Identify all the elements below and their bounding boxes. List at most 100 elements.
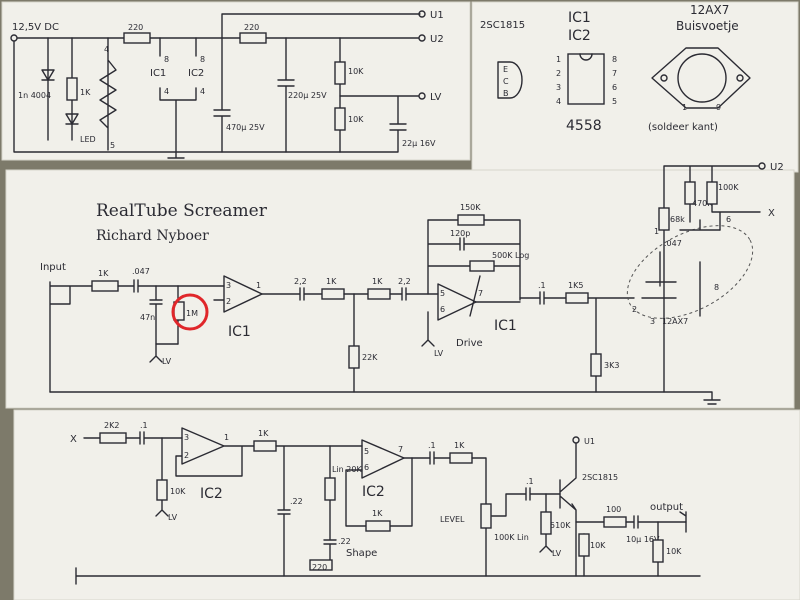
input-resistor: 1K: [98, 269, 109, 278]
ic1-pin4: 4: [164, 87, 169, 96]
shape-label: Shape: [346, 548, 377, 559]
shunt-resistor: 22K: [362, 353, 378, 362]
feedback-resistor: 150K: [460, 203, 481, 212]
shape-cap: .22: [338, 537, 351, 546]
main-x: X: [768, 208, 775, 219]
output-cap: 10μ 16V: [626, 535, 660, 544]
ic2a-pin3: 3: [184, 433, 189, 442]
output-series-r: 100: [606, 505, 621, 514]
main-section: RealTube Screamer Richard Nyboer Input 1…: [40, 162, 784, 405]
input-label: Input: [40, 262, 66, 273]
ic2-pin4: 4: [200, 87, 205, 96]
ic2b-pin6: 6: [364, 463, 369, 472]
pinout-sheet: [471, 1, 799, 173]
output-load-r: 10K: [666, 547, 682, 556]
tube-pin-2: 2: [632, 305, 637, 314]
tube-pin-1: 1: [654, 227, 659, 236]
bottom-gnd-cap: .22: [290, 497, 303, 506]
dip-pin-4: 4: [556, 97, 561, 106]
transistor-type: 2SC1815: [480, 20, 525, 31]
output-section: X 2K2 .1 10K LV 3 2 1 IC2 1K .22 Lin 20K…: [70, 421, 701, 585]
main-lv1: LV: [162, 357, 172, 366]
output-label: output: [650, 502, 683, 513]
dip-pin-2: 2: [556, 69, 561, 78]
ic2b-feedback-r: 1K: [372, 509, 383, 518]
series-r1: 1K: [326, 277, 337, 286]
level-label: LEVEL: [440, 515, 465, 524]
bottom-gnd-r: 10K: [170, 487, 186, 496]
bottom-u1: U1: [584, 437, 595, 446]
tube-socket-label: Buisvoetje: [676, 19, 739, 33]
psu-ic2-label: IC2: [188, 68, 204, 79]
supply-label: 12,5V DC: [12, 22, 59, 33]
load-resistor: 100K: [718, 183, 739, 192]
coupling-cap3: .1: [538, 281, 546, 290]
tr-pin-c: C: [503, 77, 509, 86]
bottom-lv2: LV: [552, 549, 562, 558]
dip-pin-5: 5: [612, 97, 617, 106]
dip-pin-3: 3: [556, 83, 561, 92]
plate-resistor: 470K: [692, 199, 713, 208]
coupling-cap2: 2,2: [398, 277, 411, 286]
ic2-pin8: 8: [200, 55, 205, 64]
output-transistor: 2SC1815: [582, 473, 618, 482]
tube-type: 12AX7: [690, 3, 729, 17]
ic1a-pin1: 1: [256, 281, 261, 290]
grid-leak-resistor: 3K3: [604, 361, 619, 370]
drive-label: Drive: [456, 338, 483, 349]
psu-ic1-label: IC1: [150, 68, 166, 79]
feedback-cap: 120p: [450, 229, 470, 238]
power-supply-section: 12,5V DC 1n 4004 1K LED 4 5 220 IC1 IC2 …: [10, 10, 444, 159]
mid-resistor-label: 220: [244, 23, 259, 32]
bias-resistor: 1M: [186, 309, 198, 318]
cathode-resistor: 68k: [670, 215, 685, 224]
bottom-cap3: .1: [428, 441, 436, 450]
heater-pin-b: 5: [110, 141, 115, 150]
ic2a-pin1: 1: [224, 433, 229, 442]
bias-510k: 510K: [550, 521, 571, 530]
dip-pin-8: 8: [612, 55, 617, 64]
tr-pin-b: B: [503, 89, 509, 98]
ic2a-pin2: 2: [184, 451, 189, 460]
divider-r2-label: 10K: [348, 115, 364, 124]
ic1b-pin5: 5: [440, 289, 445, 298]
schematic-title: RealTube Screamer: [96, 201, 268, 221]
ic1b-label: IC1: [494, 318, 517, 334]
bottom-cap4: .1: [526, 477, 534, 486]
tube-label: 12AX7: [662, 317, 688, 326]
tube-pin-1: 1: [682, 103, 687, 112]
psu-sheet: [1, 1, 471, 161]
heater-pin-a: 4: [104, 45, 109, 54]
dip-pin-7: 7: [612, 69, 617, 78]
tube-envelope: [626, 225, 754, 319]
ic1b-pin6: 6: [440, 305, 445, 314]
bottom-x: X: [70, 434, 77, 445]
tr-pin-e: E: [503, 65, 508, 74]
ic2b-label: IC2: [362, 484, 385, 500]
divider-r1-label: 10K: [348, 67, 364, 76]
highlight-circle: [171, 293, 209, 331]
ic2a-label: IC2: [200, 486, 223, 502]
dip-pin-1: 1: [556, 55, 561, 64]
input-cap: .047: [132, 267, 150, 276]
led-resistor-label: 1K: [80, 88, 91, 97]
input-resistor-label: 220: [128, 23, 143, 32]
bottom-cap1: .1: [140, 421, 148, 430]
shape-resistor: 220: [312, 563, 327, 572]
filter-cap1-label: 470μ 25V: [226, 123, 265, 132]
filter-cap2-label: 220μ 25V: [288, 91, 327, 100]
pinout-section: 2SC1815 E C B IC1 IC2 1 2 3 4 8 7 6 5 45…: [480, 3, 751, 134]
tube-pin-9: 9: [716, 103, 721, 112]
ic1b-pin7: 7: [478, 289, 483, 298]
series-r2: 1K: [372, 277, 383, 286]
bottom-input-r: 2K2: [104, 421, 119, 430]
led-label: LED: [80, 135, 96, 144]
lv-label: LV: [430, 92, 441, 103]
grid-resistor: 1K5: [568, 281, 583, 290]
tube-pin-8: 8: [714, 283, 719, 292]
ic-type: 4558: [566, 118, 602, 134]
pinout-ic1: IC1: [568, 10, 591, 26]
bottom-r3: 1K: [454, 441, 465, 450]
bottom-sheet: [13, 409, 800, 600]
u1-label: U1: [430, 10, 444, 21]
